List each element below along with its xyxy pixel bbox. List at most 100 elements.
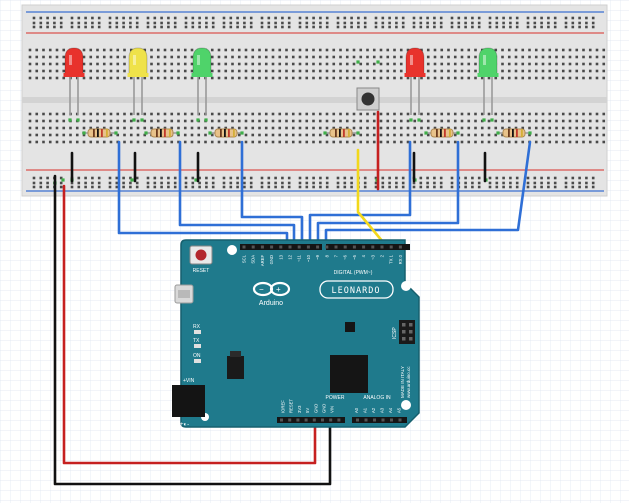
breadboard-hole bbox=[477, 176, 481, 180]
breadboard-hole bbox=[312, 176, 315, 180]
header-pin bbox=[373, 418, 376, 422]
breadboard-hole bbox=[28, 119, 32, 123]
breadboard-hole bbox=[229, 21, 233, 25]
breadboard-hole bbox=[372, 112, 376, 116]
breadboard-hole bbox=[77, 25, 81, 29]
icsp-label: ICSP bbox=[392, 327, 398, 339]
breadboard-hole bbox=[190, 140, 194, 144]
header-pin bbox=[304, 418, 308, 422]
breadboard-hole bbox=[467, 140, 471, 144]
resistor-band bbox=[343, 129, 345, 137]
breadboard-hole bbox=[487, 133, 491, 137]
led-rim bbox=[191, 73, 213, 77]
breadboard-hole bbox=[184, 25, 188, 29]
breadboard-hole bbox=[494, 119, 498, 123]
breadboard-hole bbox=[540, 181, 543, 185]
breadboard-hole bbox=[585, 16, 588, 20]
breadboard-hole bbox=[129, 133, 133, 137]
breadboard-hole bbox=[332, 126, 336, 130]
breadboard-hole bbox=[42, 112, 45, 116]
analog-pin-label: A2 bbox=[371, 407, 376, 413]
breadboard-hole bbox=[561, 55, 565, 59]
breadboard-hole bbox=[190, 119, 194, 123]
breadboard-hole bbox=[129, 16, 132, 20]
breadboard-hole bbox=[231, 126, 234, 130]
breadboard-hole bbox=[278, 62, 282, 66]
breadboard-hole bbox=[222, 25, 226, 29]
breadboard-hole bbox=[89, 119, 93, 123]
breadboard-hole bbox=[318, 119, 322, 123]
breadboard-hole bbox=[591, 176, 595, 180]
breadboard-hole bbox=[190, 112, 194, 116]
breadboard-hole bbox=[298, 133, 302, 137]
active-hole bbox=[140, 118, 144, 122]
breadboard-hole bbox=[116, 48, 120, 52]
breadboard-hole bbox=[224, 48, 228, 52]
breadboard-hole bbox=[521, 76, 525, 80]
breadboard-hole bbox=[547, 181, 550, 185]
breadboard-hole bbox=[433, 48, 437, 52]
breadboard-hole bbox=[325, 140, 329, 144]
breadboard-hole bbox=[278, 126, 282, 130]
breadboard-hole bbox=[457, 16, 461, 20]
breadboard-hole bbox=[183, 119, 187, 123]
breadboard-hole bbox=[528, 69, 531, 73]
breadboard-hole bbox=[350, 16, 353, 20]
breadboard-hole bbox=[190, 48, 194, 52]
breadboard-hole bbox=[447, 126, 450, 130]
breadboard-hole bbox=[298, 181, 302, 185]
breadboard-hole bbox=[460, 112, 464, 116]
header-pin bbox=[297, 245, 301, 249]
breadboard-hole bbox=[325, 176, 329, 180]
breadboard-hole bbox=[561, 48, 565, 52]
breadboard-hole bbox=[480, 76, 484, 80]
breadboard-hole bbox=[204, 126, 207, 130]
breadboard-hole bbox=[69, 140, 72, 144]
resistor-band bbox=[440, 129, 442, 137]
breadboard-hole bbox=[97, 185, 101, 189]
breadboard-hole bbox=[339, 48, 342, 52]
breadboard-hole bbox=[526, 181, 530, 185]
breadboard-hole bbox=[318, 62, 322, 66]
breadboard-hole bbox=[548, 48, 552, 52]
breadboard-hole bbox=[352, 119, 356, 123]
breadboard-hole bbox=[488, 185, 492, 189]
breadboard-hole bbox=[548, 119, 552, 123]
breadboard-hole bbox=[39, 181, 43, 185]
breadboard-hole bbox=[507, 69, 511, 73]
breadboard-hole bbox=[198, 21, 201, 25]
breadboard-hole bbox=[495, 176, 499, 180]
wires bbox=[53, 110, 532, 486]
breadboard-hole bbox=[143, 126, 147, 130]
breadboard-hole bbox=[236, 176, 239, 180]
breadboard-hole bbox=[426, 16, 429, 20]
breadboard-hole bbox=[372, 76, 376, 80]
breadboard-hole bbox=[568, 55, 572, 59]
breadboard-hole bbox=[267, 25, 271, 29]
breadboard-hole bbox=[582, 62, 585, 66]
breadboard-hole bbox=[332, 69, 336, 73]
breadboard-hole bbox=[386, 133, 390, 137]
breadboard-hole bbox=[386, 119, 390, 123]
breadboard-hole bbox=[319, 16, 322, 20]
breadboard-hole bbox=[251, 119, 255, 123]
made-label: MADE IN ITALY bbox=[400, 366, 405, 398]
breadboard-hole bbox=[540, 16, 543, 20]
breadboard-hole bbox=[585, 21, 588, 25]
breadboard-hole bbox=[325, 21, 329, 25]
breadboard-hole bbox=[595, 76, 599, 80]
breadboard-hole bbox=[582, 119, 585, 123]
breadboard-hole bbox=[325, 181, 329, 185]
breadboard-hole bbox=[198, 185, 201, 189]
breadboard-hole bbox=[305, 133, 309, 137]
breadboard-hole bbox=[287, 16, 291, 20]
breadboard-hole bbox=[602, 112, 606, 116]
breadboard-hole bbox=[267, 181, 271, 185]
breadboard-hole bbox=[42, 140, 45, 144]
breadboard-hole bbox=[514, 140, 518, 144]
breadboard-hole bbox=[251, 62, 255, 66]
breadboard-hole bbox=[534, 76, 538, 80]
breadboard-hole bbox=[231, 112, 234, 116]
breadboard-hole bbox=[359, 133, 363, 137]
